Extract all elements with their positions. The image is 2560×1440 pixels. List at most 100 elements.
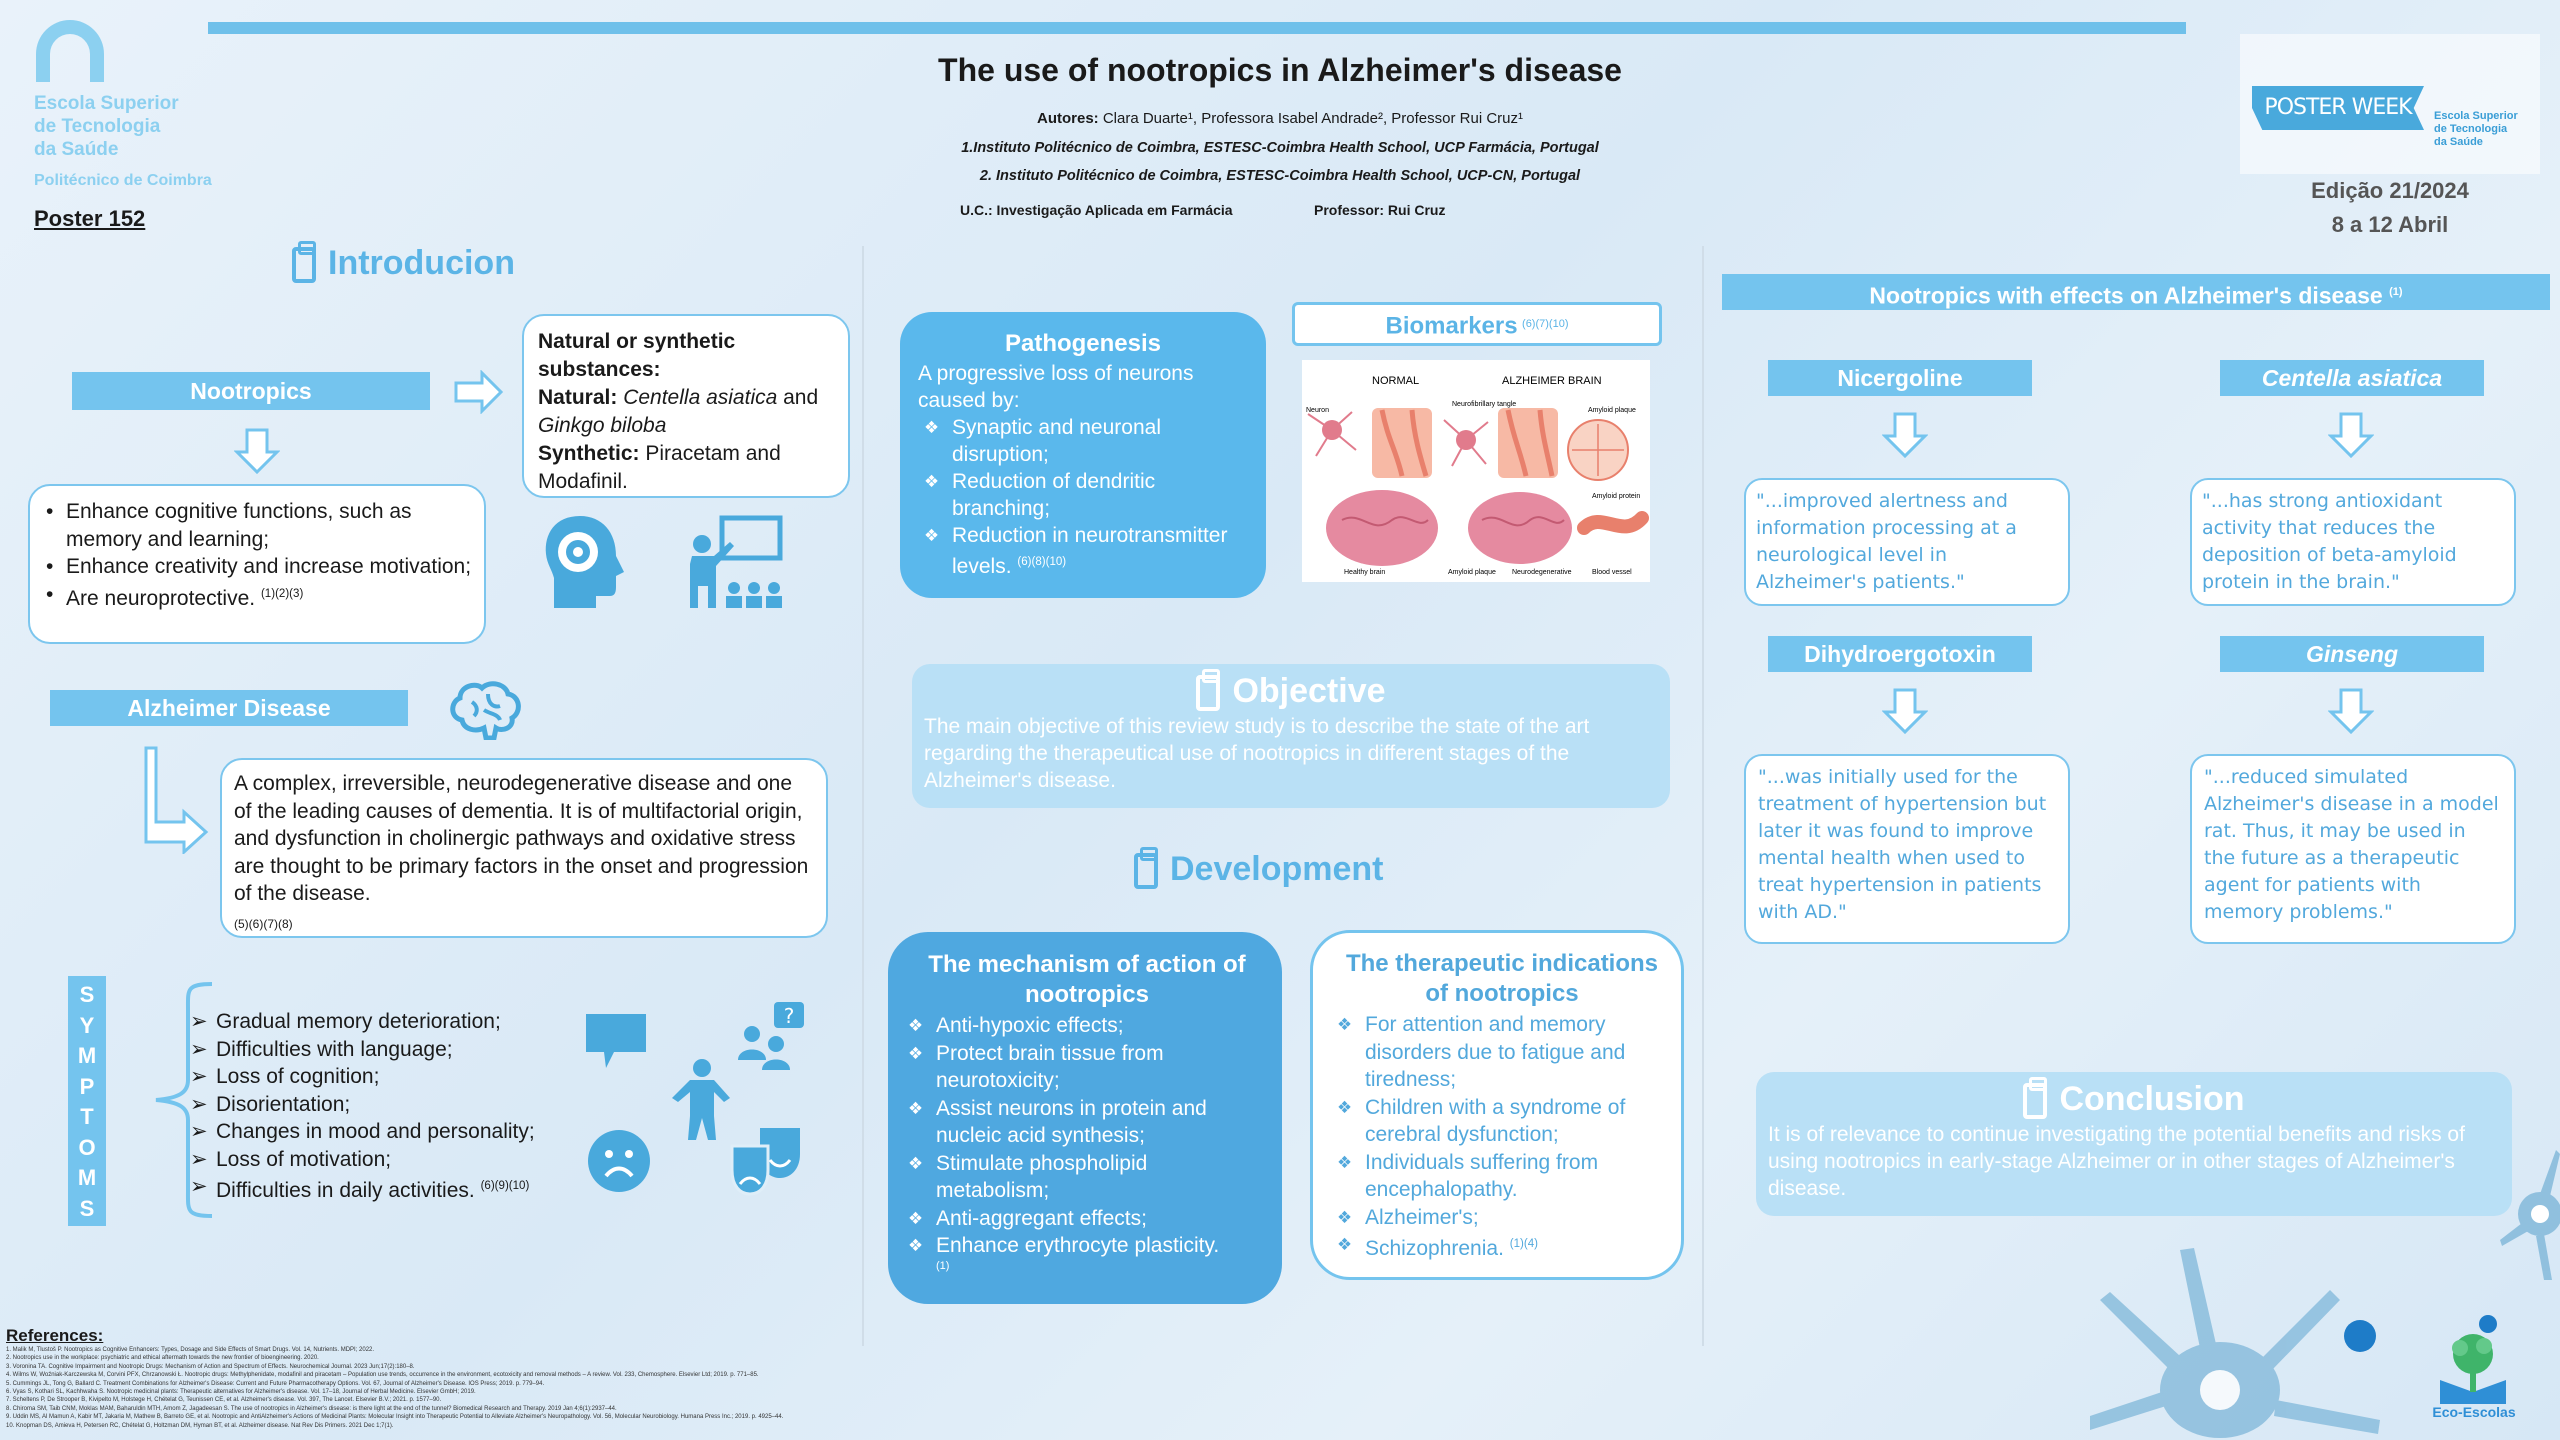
symptoms-list-wrap: Gradual memory deterioration; Difficulti… [190,1008,590,1205]
jar-icon [2023,1077,2048,1120]
alz-caption: ALZHEIMER BRAIN [1502,375,1602,387]
biomarkers-title: Biomarkers [1385,312,1518,340]
conclusion-text: It is of relevance to continue investiga… [1768,1123,2465,1201]
jar-icon [1196,669,1221,712]
alzheimer-description-box: A complex, irreversible, neurodegenerati… [220,758,828,938]
indications-list: For attention and memory disorders due t… [1337,1011,1667,1263]
vessel-label: Blood vessel [1592,569,1632,576]
confused-person-icon [672,1059,730,1140]
neuron-decoration-icon [2500,1150,2560,1280]
symptoms-letter: P [79,1073,95,1099]
objective-heading: Objective [924,669,1658,712]
school-logo-icon [36,20,104,82]
eco-escolas-logo-icon [2440,1334,2506,1404]
references-title: References: [6,1326,104,1345]
symptoms-letter: Y [79,1012,95,1038]
pathogenesis-title: Pathogenesis [1004,330,1162,357]
indication-text: Schizophrenia. [1365,1237,1504,1260]
biomarkers-header: Biomarkers (6)(7)(10) [1292,302,1662,346]
arrow-down-icon [2328,412,2374,458]
effects-list: Enhance cognitive functions, such as mem… [42,498,472,612]
list-item: Loss of motivation; [190,1146,590,1174]
mechanism-ref: (1) [936,1259,950,1272]
synthetic-label: Synthetic: [538,442,640,465]
conclusion-title: Conclusion [2059,1080,2245,1118]
l-arrow-icon [144,746,209,854]
effect-text: Are neuroprotective. [66,586,256,610]
list-item: Enhance creativity and increase motivati… [42,553,472,581]
natural-and: and [777,386,819,409]
poster-week-side-text: Escola Superior de Tecnologia da Saúde [2434,110,2518,148]
nicergoline-label: Nicergoline [1768,360,2032,396]
ginseng-quote: "...reduced simulated Alzheimer's diseas… [2190,754,2516,944]
symptoms-letter: S [79,1195,95,1221]
poster-week-ribbon: POSTER WEEK [2252,86,2424,130]
intro-title: Introducion [328,244,515,282]
institution-2: 2. Instituto Politécnico de Coimbra, EST… [979,168,1581,184]
symptom-text: Difficulties in daily activities. [216,1179,475,1202]
arrow-down-icon [2328,688,2374,734]
references-text: 1. Malik M, Tlustoš P. Nootropics as Cog… [6,1347,784,1429]
substances-title: Natural or synthetic substances: [538,330,736,381]
effects-header: Nootropics with effects on Alzheimer's d… [1722,274,2550,310]
theatre-masks-icon [730,1128,800,1196]
symptoms-vertical-label: S Y M P T O M S [68,976,106,1226]
nootropics-effects-box: Enhance cognitive functions, such as mem… [28,484,486,644]
question-people-icon: ? [738,1002,804,1070]
alzheimer-description: A complex, irreversible, neurodegenerati… [234,772,809,905]
natural-value-2: Ginkgo biloba [538,414,667,437]
list-item: Children with a syndrome of cerebral dys… [1337,1094,1667,1149]
list-item: Stimulate phospholipid metabolism; [908,1150,1266,1205]
institution-1: 1.Instituto Politécnico de Coimbra, ESTE… [961,140,1599,156]
objective-box: Objective The main objective of this rev… [912,664,1670,808]
teacher-icon [690,515,783,608]
indications-ref: (1)(4) [1509,1238,1538,1250]
edition: Edição 21/2024 [2311,178,2469,203]
list-item: Gradual memory deterioration; [190,1008,590,1036]
indications-box: The therapeutic indications of nootropic… [1310,930,1684,1280]
school-logo-sub: Politécnico de Coimbra [34,172,212,189]
biomarkers-ref: (6)(7)(10) [1522,318,1569,330]
intro-heading: Introducion [292,241,515,284]
course-unit: U.C.: Investigação Aplicada em Farmácia [960,202,1233,218]
mechanism-title: The mechanism of action of nootropics [928,951,1246,1008]
list-item: Reduction of dendritic branching; [924,468,1248,522]
column-divider [862,246,864,1346]
protein-label: Amyloid protein [1592,493,1640,500]
list-item: Anti-aggregant effects; [908,1205,1266,1233]
list-item: Protect brain tissue from neurotoxicity; [908,1040,1266,1095]
indications-title: The therapeutic indications of nootropic… [1345,950,1659,1007]
symptoms-letter: M [77,1043,97,1068]
pathogenesis-list: Synaptic and neuronal disruption; Reduct… [918,414,1248,580]
authors-label: Autores: [1036,110,1099,127]
list-item: Reduction in neurotransmitter levels. (6… [924,522,1248,580]
list-item: Enhance erythrocyte plasticity. [908,1232,1266,1260]
edition-dates: 8 a 12 Abril [2331,212,2449,237]
symptoms-ref: (6)(9)(10) [480,1180,530,1192]
school-logo-name: Escola Superior de Tecnologia da Saúde [34,93,179,160]
dot-decoration-icon [2344,1320,2376,1352]
conclusion-heading: Conclusion [1768,1077,2500,1120]
normal-caption: NORMAL [1372,375,1419,387]
alzheimer-ref: (5)(6)(7)(8) [234,916,293,931]
nootropics-label: Nootropics [72,372,430,410]
sad-face-icon [588,1130,650,1192]
list-item: Difficulties in daily activities. (6)(9)… [190,1173,590,1205]
objective-text: The main objective of this review study … [924,715,1590,793]
list-item: Schizophrenia. (1)(4) [1337,1231,1667,1263]
substances-box: Natural or synthetic substances: Natural… [522,314,850,498]
brain-head-icon [545,516,624,608]
poster-title: The use of nootropics in Alzheimer's dis… [938,52,1622,88]
list-item: Disorientation; [190,1091,590,1119]
plaque-label: Amyloid plaque [1588,407,1636,414]
development-heading: Development [1134,847,1384,890]
mechanism-box: The mechanism of action of nootropics An… [888,932,1282,1304]
list-item: For attention and memory disorders due t… [1337,1011,1667,1094]
list-item: Assist neurons in protein and nucleic ac… [908,1095,1266,1150]
centella-quote: "...has strong antioxidant activity that… [2190,478,2516,606]
eco-escolas-label: Eco-Escolas [2432,1404,2516,1420]
arrow-down-icon [234,428,280,474]
plaque2-label: Amyloid plaque [1448,569,1496,576]
neuron-label: Neuron [1306,407,1329,414]
ginseng-label: Ginseng [2220,636,2484,672]
